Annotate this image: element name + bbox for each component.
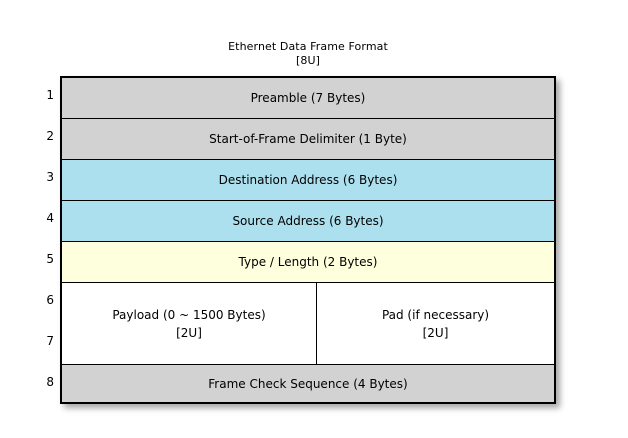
row-number-5: 5 bbox=[46, 252, 54, 266]
frame-field-pad-note: [2U] bbox=[422, 325, 449, 340]
row-number-1: 1 bbox=[46, 88, 54, 102]
frame-field-payload: Payload (0 ~ 1500 Bytes) [2U] bbox=[62, 283, 317, 364]
frame-field-sfd: Start-of-Frame Delimiter (1 Byte) bbox=[62, 119, 554, 160]
row-number-7: 7 bbox=[46, 334, 54, 348]
frame-field-preamble: Preamble (7 Bytes) bbox=[62, 78, 554, 119]
frame-field-source-address: Source Address (6 Bytes) bbox=[62, 201, 554, 242]
page-title-note: [8U] bbox=[295, 54, 321, 67]
frame-field-destination-address-label: Destination Address (6 Bytes) bbox=[218, 173, 398, 187]
frame-field-payload-label: Payload (0 ~ 1500 Bytes) bbox=[112, 307, 266, 322]
page-title: Ethernet Data Frame Format bbox=[228, 40, 388, 53]
frame-field-destination-address: Destination Address (6 Bytes) bbox=[62, 160, 554, 201]
frame-field-sfd-label: Start-of-Frame Delimiter (1 Byte) bbox=[209, 132, 407, 146]
diagram-title-block: Ethernet Data Frame Format [8U] bbox=[60, 40, 556, 68]
frame-field-payload-note: [2U] bbox=[176, 325, 202, 340]
row-number-6: 6 bbox=[46, 293, 54, 307]
frame-field-type-length-label: Type / Length (2 Bytes) bbox=[238, 255, 378, 269]
frame-field-preamble-label: Preamble (7 Bytes) bbox=[250, 91, 366, 105]
ethernet-frame-table: Preamble (7 Bytes) Start-of-Frame Delimi… bbox=[60, 76, 556, 404]
frame-field-type-length: Type / Length (2 Bytes) bbox=[62, 242, 554, 283]
frame-field-pad-label: Pad (if necessary) bbox=[381, 307, 490, 322]
row-number-2: 2 bbox=[46, 129, 54, 143]
row-number-3: 3 bbox=[46, 170, 54, 184]
frame-field-fcs-label: Frame Check Sequence (4 Bytes) bbox=[208, 376, 408, 391]
row-number-8: 8 bbox=[46, 375, 54, 389]
row-number-4: 4 bbox=[46, 211, 54, 225]
frame-field-payload-row: Payload (0 ~ 1500 Bytes) [2U] Pad (if ne… bbox=[62, 283, 554, 365]
frame-field-pad: Pad (if necessary) [2U] bbox=[317, 283, 554, 364]
frame-field-source-address-label: Source Address (6 Bytes) bbox=[232, 214, 384, 228]
frame-field-fcs: Frame Check Sequence (4 Bytes) bbox=[62, 365, 554, 402]
